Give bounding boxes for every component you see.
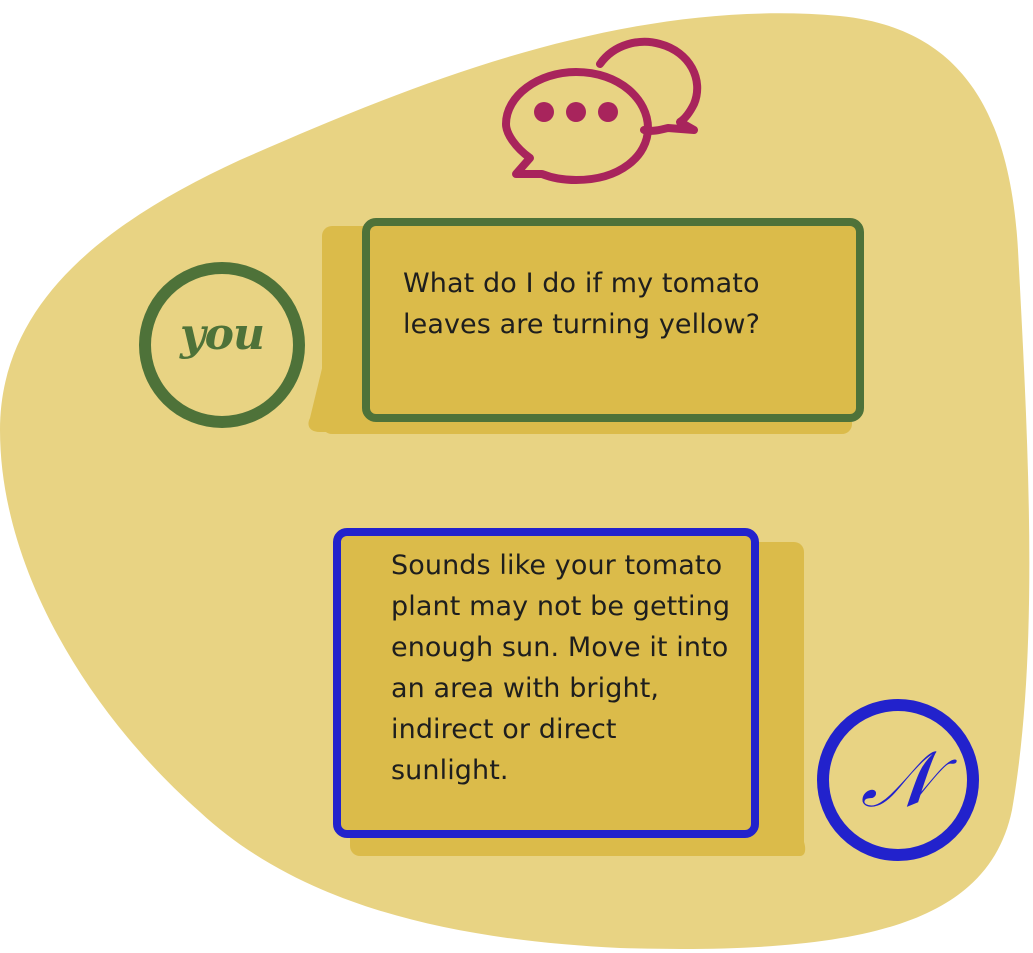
assistant-bubble-border — [333, 528, 759, 838]
assistant-message-bubble — [333, 528, 806, 856]
user-message-text: What do I do if my tomato leaves are tur… — [403, 268, 761, 340]
user-bubble-border — [362, 218, 864, 422]
user-avatar-label: you — [180, 309, 265, 360]
chat-bubbles-icon — [502, 37, 702, 184]
user-bubble-face — [366, 222, 860, 418]
assistant-bubble-face — [337, 532, 755, 834]
assistant-message-text: Sounds like your tomato plant may not be… — [391, 550, 731, 786]
user-avatar-ring — [139, 262, 305, 428]
assistant-avatar-ring — [817, 699, 979, 861]
user-message-bubble — [308, 218, 864, 434]
assistant-avatar-logo: 𝒩 — [860, 735, 936, 825]
